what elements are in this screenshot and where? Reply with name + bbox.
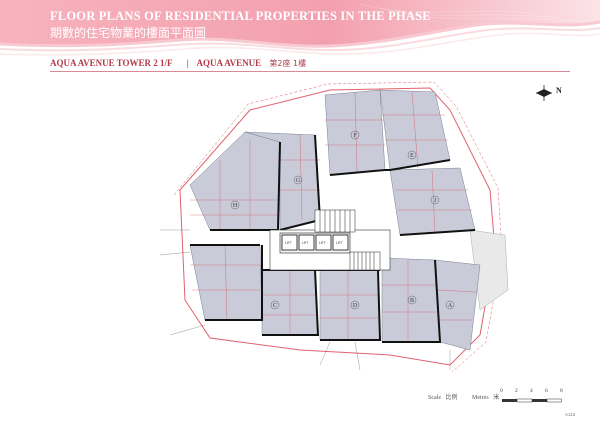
flat-label-c: C xyxy=(273,303,277,309)
lift-lobby xyxy=(279,232,351,254)
subtitle-underline xyxy=(50,71,570,72)
tower-floor-chinese: 第2座 1樓 xyxy=(269,59,307,68)
scale-tick-8: 8 xyxy=(560,388,563,394)
flat-d2-area xyxy=(319,269,381,341)
scale-unit-english: Metres xyxy=(472,395,489,401)
lift-label-2: LIFT xyxy=(302,241,309,245)
north-label: N xyxy=(556,86,562,95)
scale-tick-2: 2 xyxy=(515,388,518,394)
floor-subtitle: AQUA AVENUE TOWER 2 1/F | AQUA AVENUE 第2… xyxy=(50,58,312,69)
scale-ticks: 0 2 4 6 8 xyxy=(500,388,570,396)
flat-a-area xyxy=(434,259,481,351)
scale-tick-4: 4 xyxy=(530,388,533,394)
flat-label-a: A xyxy=(448,303,453,309)
tower-floor-english: AQUA AVENUE TOWER 2 1/F xyxy=(50,58,173,68)
flat-label-e: E xyxy=(410,153,414,159)
page-title-english: FLOOR PLANS OF RESIDENTIAL PROPERTIES IN… xyxy=(50,9,431,23)
flat-label-j: J xyxy=(434,198,437,204)
flat-label-d: D xyxy=(353,303,358,309)
lift-label-4: LIFT xyxy=(336,241,343,245)
scale-bar xyxy=(502,398,562,403)
scale-label-chinese: 比例 xyxy=(445,395,458,401)
scale-unit-chinese: 米 xyxy=(493,395,500,401)
stair-core xyxy=(314,209,381,271)
flat-label-h: H xyxy=(233,203,238,209)
page-number: A115 xyxy=(565,412,576,417)
flat-label-f: F xyxy=(353,133,357,139)
flat-h-area xyxy=(189,131,281,231)
lift-label-3: LIFT xyxy=(319,241,326,245)
north-arrow-icon xyxy=(536,85,552,101)
scale-tick-0: 0 xyxy=(500,388,503,394)
development-name-english: AQUA AVENUE xyxy=(196,58,262,68)
scale-label-english: Scale xyxy=(428,395,441,401)
scale-legend: Scale 比例 Metres 米 xyxy=(428,392,502,401)
page-title-chinese: 期數的住宅物業的樓面平面圖 xyxy=(50,26,207,40)
header-wave-band xyxy=(0,0,600,56)
subtitle-separator: | xyxy=(186,58,189,68)
flat-label-g: G xyxy=(296,178,301,184)
floor-plan-drawing: LIFT LIFT LIFT LIFT A B C D E F G H J xyxy=(159,81,509,373)
flat-label-b: B xyxy=(410,298,414,304)
scale-tick-6: 6 xyxy=(545,388,548,394)
lift-label-1: LIFT xyxy=(285,241,292,245)
